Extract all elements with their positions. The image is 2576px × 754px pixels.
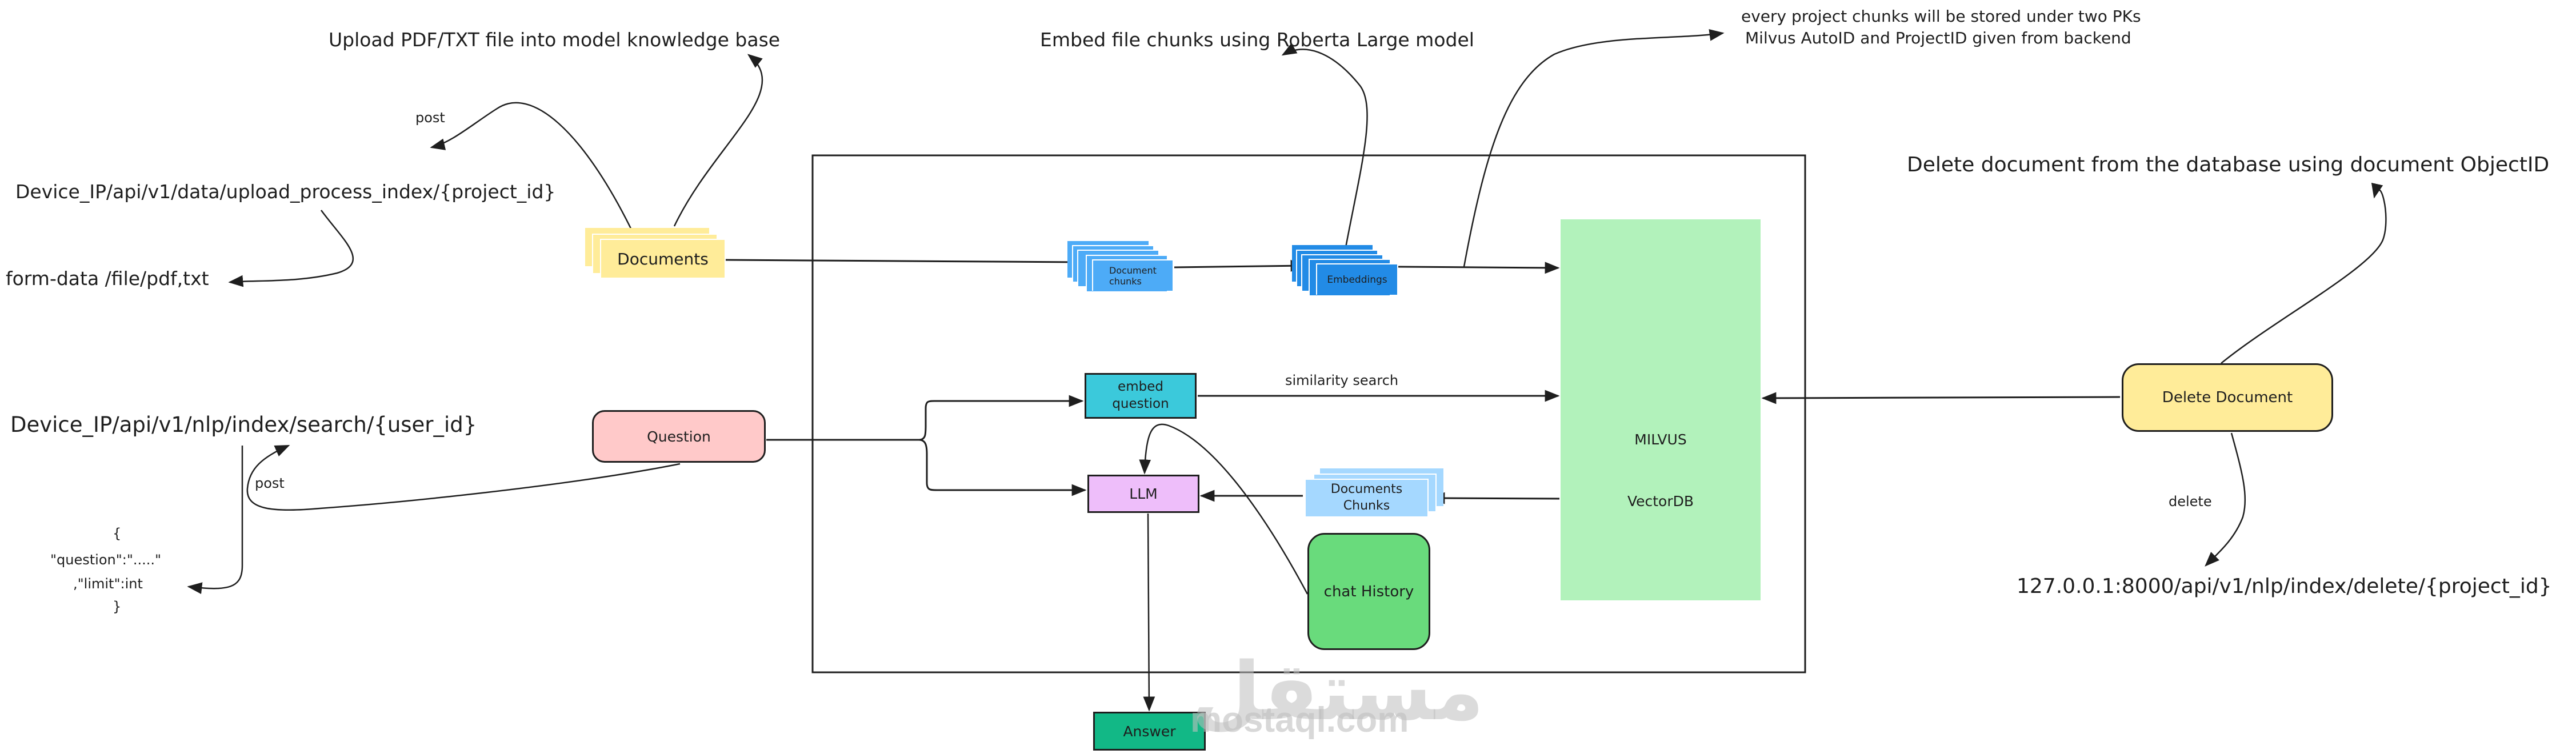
chat-history-to-llm-arrow bbox=[1139, 423, 1309, 595]
question-to-llm-arrow bbox=[918, 439, 1087, 496]
upload-title: Upload PDF/TXT file into model knowledge… bbox=[329, 29, 781, 51]
documents-to-upload-endpoint-arrow bbox=[430, 102, 633, 230]
documents-to-chunks-arrow bbox=[725, 256, 1083, 268]
question-to-embed-arrow bbox=[918, 395, 1084, 441]
milvus-label-line-1: MILVUS bbox=[1634, 431, 1687, 448]
delete-document-node[interactable]: Delete Document bbox=[2122, 363, 2333, 432]
llm-to-answer-arrow bbox=[1143, 513, 1155, 712]
milvus-vectordb-box[interactable] bbox=[1561, 219, 1761, 600]
retrieved-chunks-node[interactable]: Documents Chunks bbox=[1305, 479, 1429, 518]
delete-endpoint[interactable]: 127.0.0.1:8000/api/v1/nlp/index/delete/{… bbox=[2017, 575, 2552, 598]
search-endpoint-to-body-arrow bbox=[187, 446, 243, 594]
answer-node[interactable]: Answer bbox=[1093, 712, 1206, 751]
storage-note-line-1: every project chunks will be stored unde… bbox=[1741, 7, 2141, 26]
delete-title: Delete document from the database using … bbox=[1907, 153, 2550, 177]
chat-history-node[interactable]: chat History bbox=[1307, 533, 1430, 650]
document-chunks-label-line-2: chunks bbox=[1109, 275, 1142, 287]
upload-endpoint-to-form-data-arrow bbox=[228, 210, 354, 287]
delete-to-milvus-arrow bbox=[1761, 392, 2121, 404]
search-body-limit: ,"limit":int bbox=[73, 576, 143, 592]
embeddings-to-milvus-arrow bbox=[1398, 262, 1560, 274]
storage-note-line-2: Milvus AutoID and ProjectID given from b… bbox=[1745, 29, 2131, 47]
milvus-to-chunks-arrow bbox=[1430, 492, 1560, 504]
documents-to-upload-title-arrow bbox=[673, 54, 763, 227]
embeddings-label: Embeddings bbox=[1327, 274, 1387, 286]
delete-to-title-arrow bbox=[2221, 182, 2387, 364]
upload-endpoint[interactable]: Device_IP/api/v1/data/upload_process_ind… bbox=[15, 181, 556, 203]
search-endpoint[interactable]: Device_IP/api/v1/nlp/index/search/{user_… bbox=[10, 412, 477, 437]
delete-to-endpoint-arrow bbox=[2205, 432, 2246, 567]
search-body-close: } bbox=[113, 599, 122, 615]
llm-label: LLM bbox=[1129, 486, 1158, 502]
chat-history-label: chat History bbox=[1323, 583, 1414, 600]
embed-question-label-line-1: embed bbox=[1118, 379, 1163, 395]
chunks-to-embeddings-arrow bbox=[1174, 259, 1306, 272]
question-label: Question bbox=[647, 428, 711, 445]
embeddings-to-storage-note-arrow bbox=[1463, 29, 1725, 267]
search-method-label: post bbox=[255, 475, 285, 491]
question-node[interactable]: Question bbox=[592, 410, 766, 463]
llm-node[interactable]: LLM bbox=[1087, 475, 1199, 513]
embed-title: Embed file chunks using Roberta Large mo… bbox=[1040, 29, 1474, 51]
document-chunks-node[interactable]: Document chunks bbox=[1092, 259, 1173, 291]
question-to-search-endpoint-arrow bbox=[246, 444, 681, 511]
documents-label: Documents bbox=[617, 249, 709, 268]
document-chunks-label-line-1: Document bbox=[1109, 264, 1157, 276]
retrieved-chunks-label-line-2: Chunks bbox=[1343, 499, 1390, 513]
upload-method-label: post bbox=[415, 110, 445, 126]
search-body-question: "question":"....." bbox=[50, 552, 162, 568]
milvus-label-line-2: VectorDB bbox=[1627, 493, 1694, 510]
system-boundary bbox=[811, 154, 1806, 673]
delete-document-label: Delete Document bbox=[2162, 389, 2293, 406]
answer-label: Answer bbox=[1123, 723, 1176, 740]
similarity-search-label: similarity search bbox=[1285, 372, 1399, 388]
watermark-latin: mostaql.com bbox=[1190, 700, 1409, 740]
search-body-open: { bbox=[113, 526, 122, 542]
embeddings-to-embed-title-arrow bbox=[1281, 43, 1368, 248]
retrieved-chunks-label-line-1: Documents bbox=[1330, 482, 1403, 497]
embed-question-node[interactable]: embed question bbox=[1085, 373, 1197, 419]
embed-question-label-line-2: question bbox=[1112, 396, 1169, 411]
upload-body-format: form-data /file/pdf,txt bbox=[6, 267, 209, 290]
milvus-label: MILVUS VectorDB bbox=[1561, 388, 1761, 532]
delete-method-label: delete bbox=[2169, 494, 2212, 510]
embeddings-node[interactable]: Embeddings bbox=[1316, 263, 1397, 295]
watermark-arabic: مستقل bbox=[1191, 645, 1485, 739]
documents-node[interactable]: Documents bbox=[600, 239, 725, 278]
